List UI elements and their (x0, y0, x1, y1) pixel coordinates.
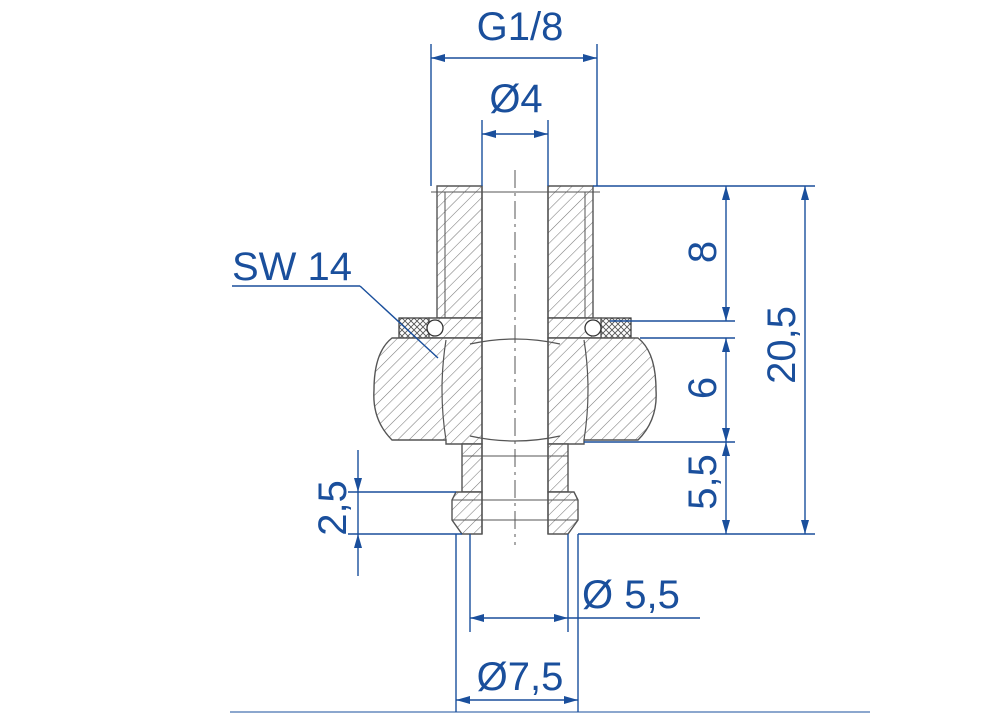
hex-flat-right (583, 339, 589, 441)
fitting-section (373, 170, 657, 545)
hex-flat-left (441, 339, 447, 441)
o-ring-right (584, 319, 602, 337)
hex-right (547, 337, 657, 445)
label-dia-5-5: Ø 5,5 (582, 573, 680, 617)
label-dim-20-5: 20,5 (760, 306, 804, 384)
label-thread: G1/8 (477, 5, 564, 49)
neck-right (547, 443, 569, 493)
label-dim-8: 8 (681, 241, 725, 263)
neck-left (461, 443, 483, 493)
o-ring-left (426, 319, 444, 337)
hex-left (373, 337, 483, 445)
thread-body-left (436, 185, 483, 319)
tip-right (547, 491, 579, 535)
label-dim-6: 6 (681, 377, 725, 399)
label-bore: Ø4 (489, 77, 542, 121)
label-wrench-size: SW 14 (232, 245, 352, 289)
dimension-lines (230, 44, 870, 713)
label-dim-5-5: 5,5 (681, 454, 725, 510)
label-dim-2-5: 2,5 (311, 480, 355, 536)
label-dia-7-5: Ø7,5 (477, 655, 564, 699)
thread-body-right (547, 185, 594, 319)
tip-left (451, 491, 483, 535)
